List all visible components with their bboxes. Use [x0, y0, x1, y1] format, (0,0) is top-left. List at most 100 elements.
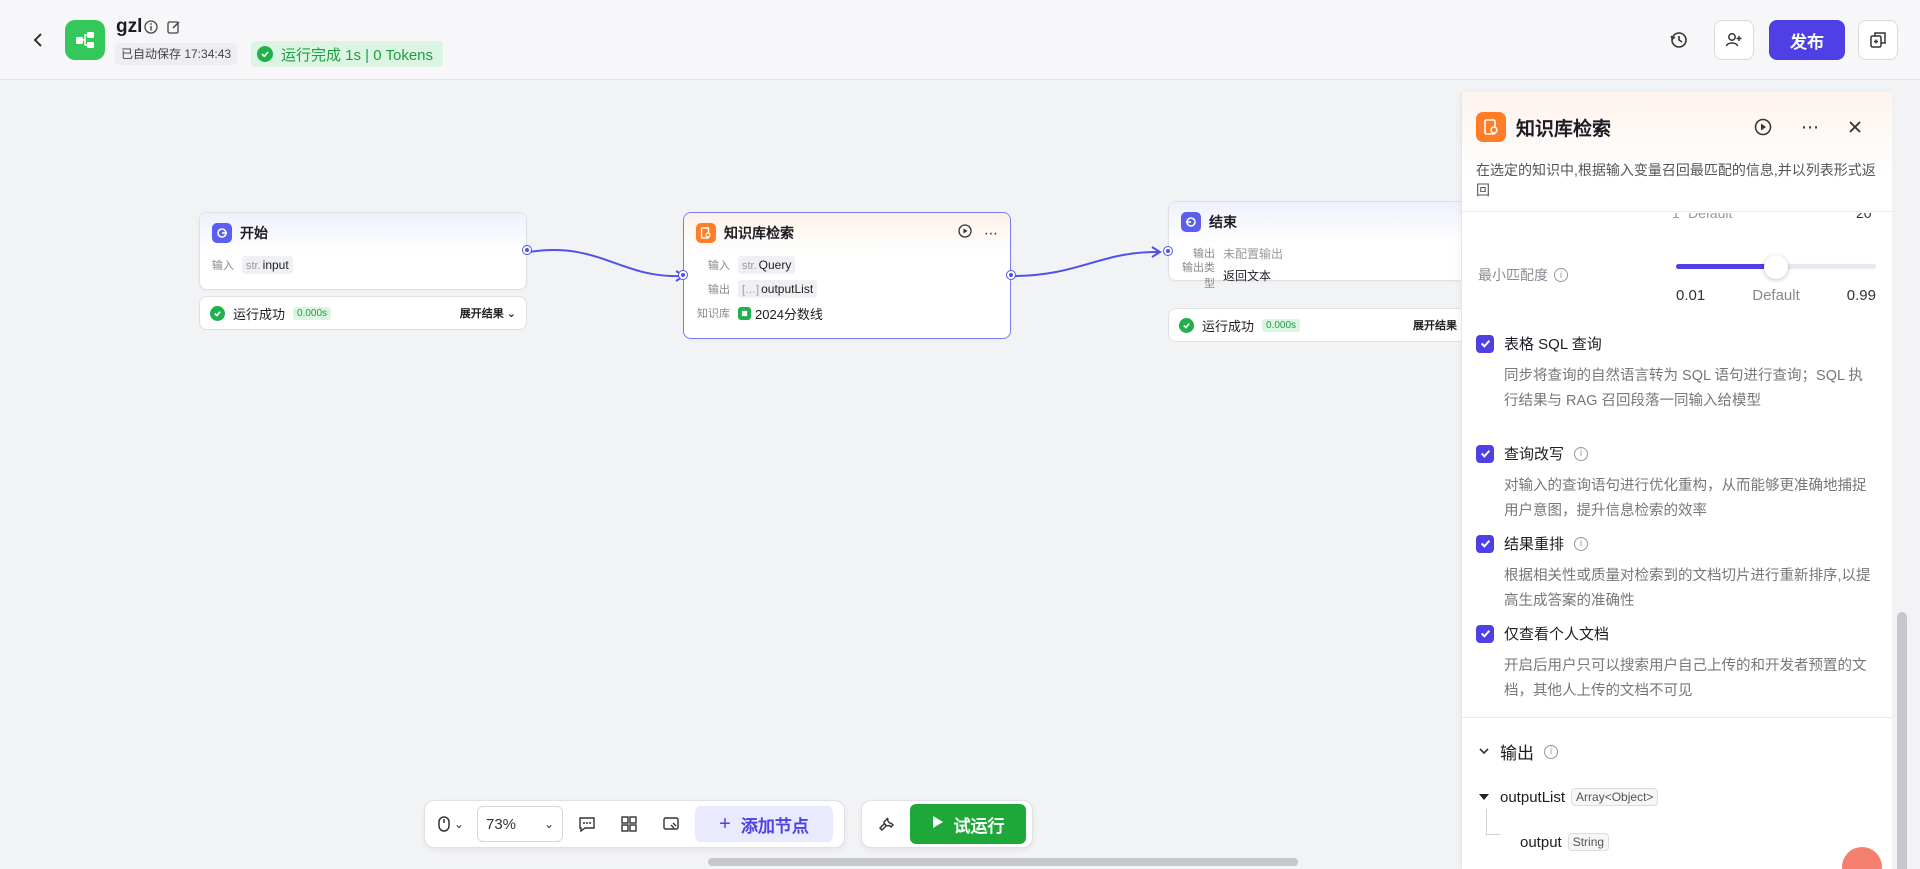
knowledge-base-icon [1476, 112, 1506, 142]
assistant-avatar[interactable] [1842, 847, 1882, 869]
play-circle-icon[interactable] [958, 223, 972, 243]
min-match-slider-thumb[interactable] [1764, 255, 1788, 279]
edge-start-kb [528, 249, 685, 278]
personal-docs-description: 开启后用户只可以搜索用户自己上传的和开发者预置的文档，其他人上传的文档不可见 [1504, 658, 1867, 699]
start-expand-button[interactable]: 展开结果 ⌄ [460, 305, 516, 321]
comment-icon[interactable] [569, 806, 605, 842]
start-result-label: 运行成功 [233, 306, 286, 322]
top-k-max: 20 [1856, 213, 1872, 221]
query-rewrite-checkbox[interactable] [1476, 444, 1494, 463]
min-match-slider[interactable] [1676, 255, 1876, 279]
start-result-bar: 运行成功 0.000s 展开结果 ⌄ [199, 296, 527, 330]
add-node-button[interactable]: + 添加节点 [695, 806, 833, 842]
workflow-canvas[interactable]: 开始 输入 str.input 运行成功 0.000s 展开结果 ⌄ 知识库检索… [0, 81, 1920, 869]
mouse-mode-button[interactable]: ⌄ [431, 806, 471, 842]
copy-window-icon[interactable] [1858, 20, 1898, 60]
kb-output-type: […] [742, 284, 760, 296]
end-result-bar: 运行成功 0.000s 展开结果 [1168, 308, 1468, 342]
try-run-label: 试运行 [953, 816, 1005, 836]
kb-input-row: 输入 str.Query [684, 253, 1010, 277]
min-match-label-row: 最小匹配度 i [1478, 265, 1568, 285]
kb-search-node[interactable]: 知识库检索 ⋯ 输入 str.Query 输出 […]outputList 知识… [679, 212, 1015, 339]
end-output-type-value: 返回文本 [1223, 268, 1272, 283]
kb-input-type: str. [742, 260, 757, 272]
kb-node-header: 知识库检索 ⋯ [684, 213, 1010, 253]
auto-layout-icon[interactable] [611, 806, 647, 842]
info-icon[interactable]: i [1574, 446, 1589, 461]
personal-docs-checkbox[interactable] [1476, 624, 1494, 643]
end-expand-button[interactable]: 展开结果 [1413, 320, 1457, 332]
output-list-name: outputList [1500, 788, 1566, 806]
vertical-scrollbar[interactable] [1895, 92, 1920, 869]
kb-output-port[interactable] [1007, 271, 1015, 279]
dataset-icon [738, 306, 751, 320]
output-section-header[interactable]: 输出 i [1478, 739, 1558, 764]
end-duration-badge: 0.000s [1262, 318, 1301, 332]
sql-query-description: 同步将查询的自然语言转为 SQL 语句进行查询；SQL 执行结果与 RAG 召回… [1504, 368, 1864, 409]
panel-title: 知识库检索 [1516, 119, 1612, 140]
top-k-min: 1 [1672, 213, 1680, 221]
add-node-label: 添加节点 [740, 816, 809, 836]
history-icon[interactable] [1659, 20, 1699, 60]
knowledge-base-icon [696, 223, 716, 243]
publish-button[interactable]: 发布 [1769, 20, 1845, 60]
output-child-name: output [1520, 833, 1562, 851]
chevron-down-icon: ⌄ [506, 308, 516, 320]
kb-input-name: Query [758, 258, 792, 272]
rerank-description: 根据相关性或质量对检索到的文档切片进行重新排序,以提高生成答案的准确性 [1504, 568, 1871, 609]
horizontal-scrollbar[interactable] [708, 858, 1298, 866]
start-node-header: 开始 [200, 213, 526, 253]
more-icon[interactable]: ⋯ [984, 224, 998, 241]
min-match-max: 0.99 [1846, 287, 1876, 304]
option-sql-query: 表格 SQL 查询 同步将查询的自然语言转为 SQL 语句进行查询；SQL 执行… [1476, 333, 1876, 414]
autosave-status: 已自动保存 17:34:43 [115, 43, 238, 65]
kb-output-row: 输出 […]outputList [684, 277, 1010, 301]
kb-input-label: 输入 [708, 260, 730, 272]
zoom-select[interactable]: 73% ⌄ [477, 806, 563, 842]
collaborators-icon[interactable] [1714, 20, 1754, 60]
end-node-title: 结束 [1209, 214, 1237, 230]
start-output-port[interactable] [523, 246, 531, 254]
sql-query-label: 表格 SQL 查询 [1504, 336, 1602, 353]
option-rerank: 结果重排 i 根据相关性或质量对检索到的文档切片进行重新排序,以提高生成答案的准… [1476, 533, 1876, 614]
info-icon[interactable] [143, 19, 159, 35]
workflow-logo-icon [65, 20, 105, 60]
rerank-checkbox[interactable] [1476, 534, 1494, 553]
play-circle-icon[interactable] [1752, 116, 1774, 138]
top-k-default: Default [1688, 213, 1733, 221]
output-child-type: String [1567, 833, 1610, 851]
info-icon[interactable]: i [1574, 536, 1589, 551]
min-match-label: 最小匹配度 [1478, 267, 1548, 283]
close-icon[interactable] [1844, 116, 1866, 138]
run-toolbar: 试运行 [861, 800, 1033, 848]
run-status-text: 运行完成 1s | 0 Tokens [281, 46, 434, 64]
start-icon [212, 223, 232, 243]
start-node[interactable]: 开始 输入 str.input [199, 212, 531, 290]
end-node[interactable]: 结束 输出 未配置输出 输出类型 返回文本 [1164, 201, 1468, 290]
start-input-type: str. [246, 260, 261, 272]
query-rewrite-label: 查询改写 [1504, 446, 1565, 463]
more-icon[interactable]: ⋯ [1801, 116, 1819, 137]
info-icon[interactable]: i [1544, 744, 1558, 759]
try-run-button[interactable]: 试运行 [910, 804, 1026, 844]
edit-icon[interactable] [166, 19, 182, 35]
start-node-title: 开始 [240, 225, 268, 241]
tree-connector-h [1486, 834, 1500, 835]
end-output-value: 未配置输出 [1223, 246, 1284, 261]
min-match-min: 0.01 [1676, 287, 1706, 304]
wrench-icon[interactable] [868, 806, 904, 842]
end-input-port[interactable] [1164, 247, 1172, 255]
back-arrow-icon[interactable] [26, 28, 50, 52]
kb-dataset-label: 知识库 [697, 308, 730, 320]
info-icon[interactable]: i [1554, 268, 1568, 282]
option-personal-docs: 仅查看个人文档 开启后用户只可以搜索用户自己上传的和开发者预置的文档，其他人上传… [1476, 623, 1876, 704]
node-config-panel: 知识库检索 ⋯ 在选定的知识中,根据输入变量召回最匹配的信息,并以列表形式返回 … [1461, 92, 1892, 869]
chevron-down-icon[interactable] [1478, 742, 1490, 762]
kb-output-name: outputList [761, 282, 814, 296]
kb-input-port[interactable] [679, 271, 687, 279]
vertical-scrollbar-thumb[interactable] [1897, 612, 1907, 869]
caret-down-icon[interactable] [1478, 789, 1490, 806]
start-duration-badge: 0.000s [293, 306, 332, 320]
sql-query-checkbox[interactable] [1476, 334, 1494, 353]
minimap-icon[interactable] [653, 806, 689, 842]
